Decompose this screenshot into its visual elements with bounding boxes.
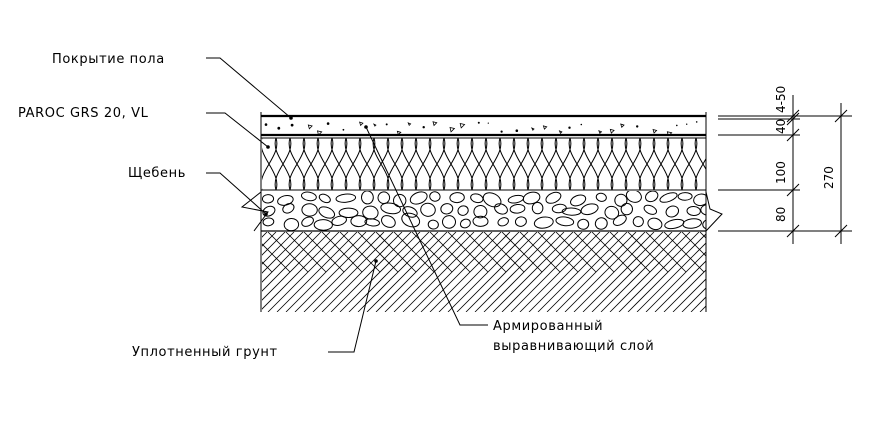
leader-gravel <box>206 172 267 215</box>
label-screed-line1: Армированный <box>493 319 603 334</box>
floor-covering-layer <box>261 114 706 139</box>
gravel-stone-pattern <box>262 191 706 231</box>
label-screed-line2: выравнивающий слой <box>493 339 654 354</box>
dim-insulation: 100 <box>774 161 788 184</box>
screed-speckle-pattern <box>264 121 698 134</box>
dimension-lines <box>718 95 852 244</box>
dim-total: 270 <box>822 166 836 189</box>
leader-insulation <box>206 112 269 148</box>
leader-soil <box>328 260 377 353</box>
soil-layer <box>261 230 706 312</box>
leader-screed <box>365 126 488 326</box>
dim-screed: 40 <box>774 119 788 134</box>
dim-covering: 4-50 <box>774 86 788 113</box>
break-symbols <box>240 191 723 232</box>
label-soil: Уплотненный грунт <box>132 345 278 360</box>
label-gravel: Щебень <box>128 166 186 181</box>
insulation-layer <box>261 138 706 191</box>
dim-gravel: 80 <box>774 207 788 222</box>
soil-hatch-pattern <box>262 232 706 312</box>
label-insulation: PAROC GRS 20, VL <box>18 106 149 121</box>
leader-lines <box>206 57 488 353</box>
leader-dots <box>264 116 378 263</box>
insulation-wave-pattern <box>262 138 706 190</box>
label-floor-covering: Покрытие пола <box>52 52 165 67</box>
leader-floor-covering <box>206 57 292 119</box>
